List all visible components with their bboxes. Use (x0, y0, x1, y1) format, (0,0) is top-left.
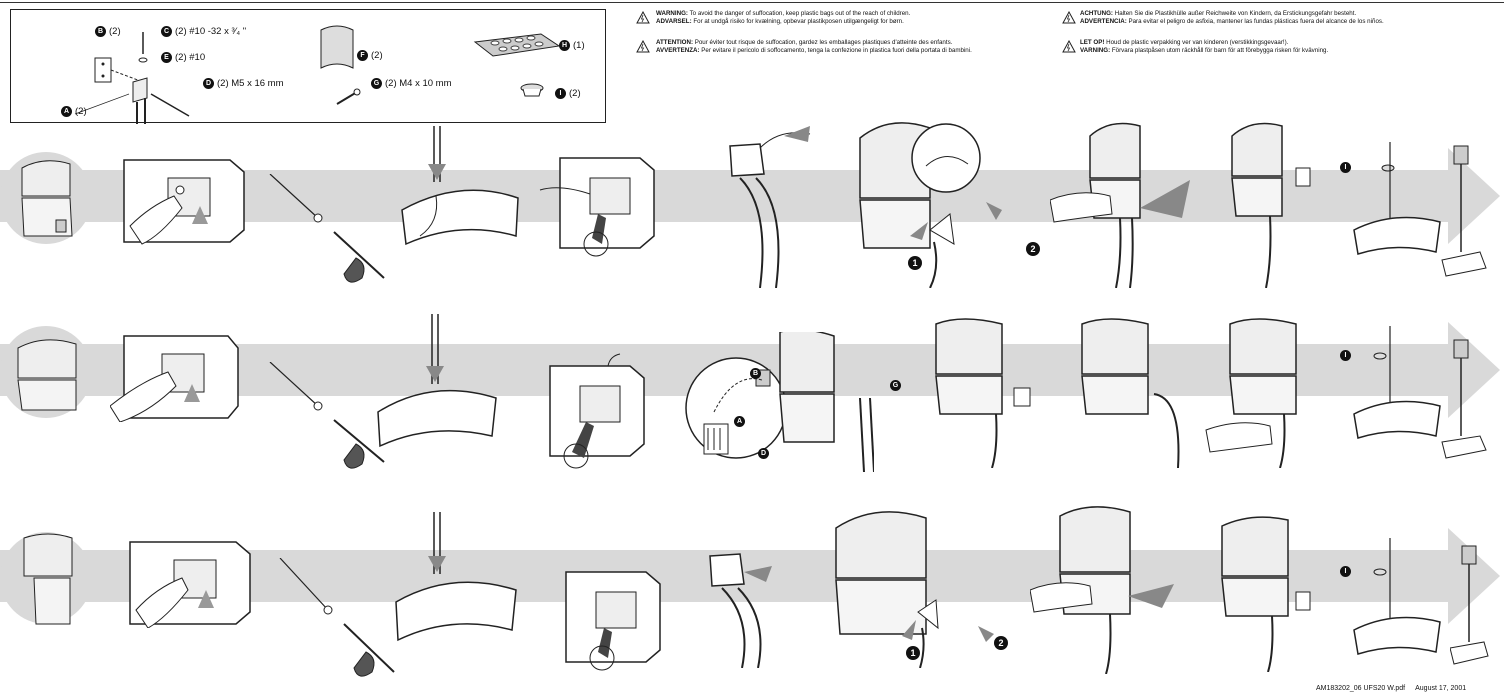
warning-triangle-icon (1062, 11, 1076, 24)
step-insert-pole-base (401, 126, 519, 246)
warning-da: ADVARSEL: For at undgå risiko for kvælni… (656, 18, 904, 25)
instruction-row-1: 1 2 I (0, 118, 1504, 288)
cap-i-drawing (520, 83, 544, 97)
part-h-label: H(1) (559, 40, 585, 51)
step-bracket-assembly (685, 332, 874, 472)
part-h-qty: (1) (573, 40, 585, 52)
warning-en: WARNING: To avoid the danger of suffocat… (656, 10, 911, 17)
cover-f-drawing (320, 25, 354, 69)
step-attach-cover (1231, 122, 1311, 288)
step-screwdriver-screw (269, 362, 385, 469)
step-cap-base (1353, 142, 1441, 255)
step-speaker-front (0, 152, 92, 244)
part-e-marker: E (161, 52, 172, 63)
part-g-qty: (2) M4 x 10 mm (385, 78, 452, 90)
part-a-qty: (2) (75, 106, 87, 118)
step-cover-wires (1030, 506, 1174, 674)
step-cover-wires (1050, 122, 1190, 288)
step-speaker-front (0, 326, 92, 418)
step-insert-pole-base (377, 314, 497, 448)
callout-cap-i: I (1340, 350, 1351, 361)
step-cap-base (1353, 538, 1441, 655)
part-i-marker: I (555, 88, 566, 99)
part-c-label: C(2) #10 -32 x ³⁄₄ " (161, 26, 246, 37)
step-tighten-bracket (565, 571, 661, 671)
part-g-marker: G (371, 78, 382, 89)
flow-arrowhead (1448, 322, 1500, 418)
step-route-wire (709, 553, 772, 668)
step-mount-speaker (859, 122, 1002, 288)
step-speaker-front (0, 532, 92, 625)
step-cap-base (1353, 326, 1441, 439)
part-b-marker: B (95, 26, 106, 37)
part-c-marker: C (161, 26, 172, 37)
warning-sv: VARNING: Förvara plastpåsen utom räckhål… (1080, 47, 1329, 54)
warning-nl: LET OP! Houd de plastic verpakking ver v… (1080, 39, 1289, 46)
part-i-qty: (2) (569, 88, 581, 100)
part-b-label: B(2) (95, 26, 121, 37)
part-b-qty: (2) (109, 26, 121, 38)
warning-de: ACHTUNG: Halten Sie die Plastikhülle auß… (1080, 10, 1357, 17)
warning-triangle-icon (1062, 40, 1076, 53)
warning-fr: ATTENTION: Pour éviter tout risque de su… (656, 39, 953, 46)
step-tighten-bracket (549, 353, 645, 469)
flow-arrowhead (1448, 528, 1500, 624)
part-h-marker: H (559, 40, 570, 51)
step-finished-stand (1450, 545, 1489, 665)
part-f-marker: F (357, 50, 368, 61)
step-attach-bracket (110, 335, 239, 422)
callout-bracket-b: B (750, 368, 761, 379)
screw-g-drawing (336, 88, 361, 105)
step-attach-bracket (129, 541, 251, 628)
pads-h-drawing (473, 33, 561, 57)
step-route-wire (729, 126, 811, 288)
warning-triangle-icon (636, 40, 650, 53)
part-f-label: F(2) (357, 50, 383, 61)
part-a-label: A(2) (61, 106, 87, 117)
step-tighten-bracket (539, 157, 655, 257)
callout-screw-d: D (758, 448, 769, 459)
step-cover-attached (1081, 318, 1180, 468)
step-screwdriver-screw (279, 558, 395, 677)
footer-date: August 17, 2001 (1415, 685, 1467, 692)
callout-step-1: 1 (908, 256, 922, 270)
part-f-qty: (2) (371, 50, 383, 62)
step-route-wires-pole (1205, 318, 1297, 468)
callout-step-1: 1 (906, 646, 920, 660)
step-attach-cover (1221, 516, 1311, 672)
part-a-marker: A (61, 106, 72, 117)
bracket-parts-drawing (74, 32, 190, 124)
part-d-label: D(2) M5 x 16 mm (203, 78, 284, 89)
footer-filename: AM183202_06 UFS20 W.pdf (1316, 685, 1406, 692)
warning-es: ADVERTENCIA: Para evitar el peligro de a… (1080, 18, 1384, 25)
callout-screw-g: G (890, 380, 901, 391)
step-screwdriver-screw (269, 174, 385, 283)
step-finished-stand (1441, 339, 1487, 459)
instruction-row-3: 1 2 I (0, 498, 1504, 677)
step-attach-bracket (123, 159, 245, 245)
instruction-row-2: B A D G I (0, 292, 1504, 472)
part-i-label: I(2) (555, 88, 581, 99)
step-finished-stand (1441, 145, 1487, 277)
step-insert-pole-base (395, 512, 517, 642)
warning-it: AVVERTENZA: Per evitare il pericolo di s… (656, 47, 972, 54)
parts-list-box: B(2) C(2) #10 -32 x ³⁄₄ " E(2) #10 D(2) … (10, 9, 606, 124)
step-mount-speaker (835, 511, 994, 668)
top-rule (0, 2, 1504, 3)
part-g-label: G(2) M4 x 10 mm (371, 78, 452, 89)
callout-step-2: 2 (994, 636, 1008, 650)
callout-step-2: 2 (1026, 242, 1040, 256)
part-e-qty: (2) #10 (175, 52, 206, 64)
part-c-qty: (2) #10 -32 x ³⁄₄ " (175, 26, 247, 38)
warning-triangle-icon (636, 11, 650, 24)
document-footer: AM183202_06 UFS20 W.pdf August 17, 2001 (1316, 685, 1476, 692)
part-e-label: E(2) #10 (161, 52, 205, 63)
callout-bracket-a: A (734, 416, 745, 427)
callout-cap-i: I (1340, 162, 1351, 173)
part-d-qty: (2) M5 x 16 mm (217, 78, 284, 90)
callout-cap-i: I (1340, 566, 1351, 577)
part-d-marker: D (203, 78, 214, 89)
step-attach-cover-side (935, 318, 1031, 468)
